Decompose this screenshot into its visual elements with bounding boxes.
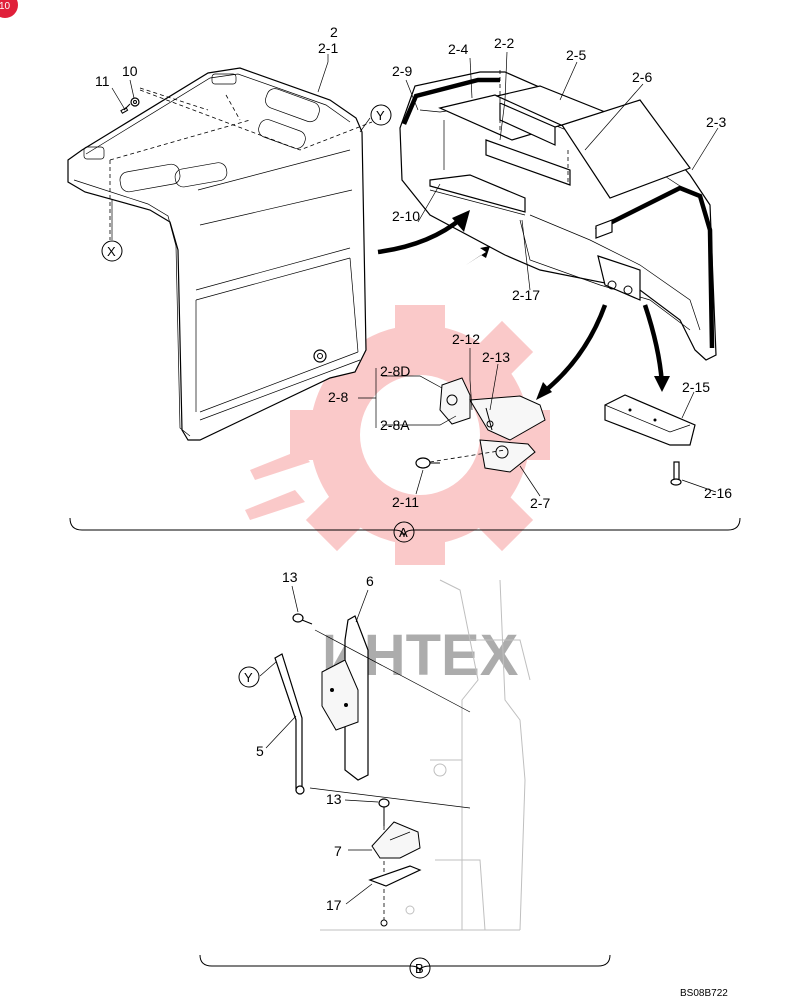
- diagram-code: BS08B722: [680, 988, 728, 999]
- label-2-8D: 2-8D: [380, 363, 410, 379]
- corner-badge: 10: [0, 0, 18, 18]
- section-a-marker-circle: [393, 521, 415, 543]
- ref-x-circle: [101, 240, 123, 262]
- hood-inner: [399, 70, 717, 361]
- label-2-7: 2-7: [530, 495, 550, 511]
- label-2-11: 2-11: [392, 494, 419, 510]
- hood-outer: [67, 67, 373, 441]
- leader-lines-a: [111, 51, 719, 497]
- bolt-11: [120, 103, 131, 114]
- label-2-6: 2-6: [632, 69, 652, 85]
- label-2-4: 2-4: [448, 41, 468, 57]
- washer-10: [130, 97, 140, 107]
- label-10: 10: [122, 63, 138, 79]
- labels-section-b: 13 6 Y 5 13 7 17: [238, 569, 374, 913]
- corner-badge-text: 10: [0, 1, 11, 12]
- ref-y-b: Y: [244, 670, 253, 685]
- label-2-2: 2-2: [494, 35, 514, 51]
- label-2-13: 2-13: [482, 349, 510, 365]
- section-a-bracket: A: [69, 517, 741, 543]
- label-2-12: 2-12: [452, 331, 480, 347]
- assembly-arrow-1: [377, 216, 464, 255]
- label-13-bottom: 13: [326, 791, 342, 807]
- label-2-3: 2-3: [706, 114, 726, 130]
- direction-arrow: [466, 246, 490, 265]
- assembly-arrow-1-head: [452, 210, 470, 232]
- section-b-marker-circle: [409, 957, 431, 979]
- section-b-bracket: B: [199, 954, 611, 979]
- ref-y-circle-b: [238, 666, 260, 688]
- assembly-arrow-3: [642, 304, 665, 386]
- ref-y-a: Y: [376, 108, 385, 123]
- leader-lines-b: [259, 585, 379, 905]
- label-5: 5: [256, 743, 264, 759]
- catch-7: [371, 821, 421, 859]
- pad-2-15: [604, 394, 696, 446]
- label-2-10: 2-10: [392, 208, 420, 224]
- bracket-6: [309, 615, 471, 809]
- bolt-2-16: [670, 461, 682, 486]
- latch-assembly: [429, 377, 546, 473]
- ref-y-circle-a: [370, 104, 392, 126]
- label-2: 2: [330, 24, 338, 40]
- label-2-1: 2-1: [318, 40, 338, 56]
- label-2-9: 2-9: [392, 63, 412, 79]
- label-2-5: 2-5: [566, 47, 586, 63]
- label-13-top: 13: [282, 569, 298, 585]
- bolt-13-top: [292, 613, 313, 625]
- shim-17: [368, 865, 422, 927]
- label-2-17: 2-17: [512, 287, 540, 303]
- assembly-arrow-3-head: [654, 376, 670, 392]
- labels-section-a: 2 2-1 11 10 Y X 2-9 2-4 2-2 2-5 2-6 2-3 …: [95, 24, 732, 511]
- label-17: 17: [326, 897, 342, 913]
- label-2-8: 2-8: [328, 389, 348, 405]
- bolt-2-11: [415, 457, 440, 469]
- assembly-arrow-2-head: [536, 382, 552, 400]
- label-2-8A: 2-8A: [380, 417, 410, 433]
- machine-frame: [320, 579, 531, 931]
- bolt-13-bottom: [378, 798, 390, 920]
- assembly-arrow-2: [538, 304, 608, 397]
- ref-x: X: [107, 244, 116, 259]
- label-2-15: 2-15: [682, 379, 710, 395]
- label-11: 11: [95, 73, 110, 89]
- label-6: 6: [366, 573, 374, 589]
- support-rod-5: [274, 653, 305, 795]
- label-7: 7: [334, 843, 342, 859]
- section-a-marker: A: [399, 525, 408, 540]
- label-2-16: 2-16: [704, 485, 732, 501]
- section-b-marker: B: [415, 961, 424, 976]
